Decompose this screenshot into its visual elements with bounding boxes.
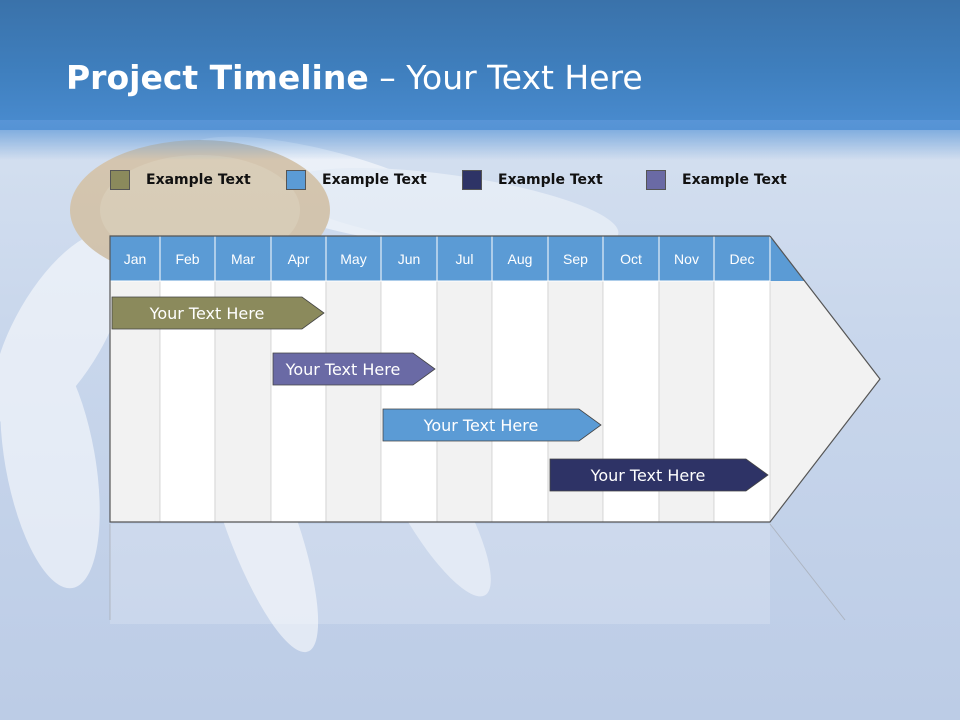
month-label: Mar [231,251,255,267]
month-label: Jul [456,251,474,267]
task-label: Your Text Here [285,360,401,379]
month-label: Dec [730,251,755,267]
legend-swatch-navy [462,170,482,190]
month-header-cell [109,235,161,282]
title-bar [0,0,960,130]
task-arrow [111,296,325,330]
month-column [380,280,438,523]
month-label: Jun [398,251,421,267]
task-label: Your Text Here [149,304,265,323]
title-bar-fade [0,120,960,160]
legend-swatch-olive [110,170,130,190]
legend-label: Example Text [682,172,787,188]
task-label: Your Text Here [423,416,539,435]
slide-title: Project Timeline – Your Text Here [66,58,643,97]
month-column [491,280,549,523]
legend-swatch-blue [286,170,306,190]
timeline-outline [109,235,881,523]
month-header-cell [713,235,771,282]
month-label: May [340,251,366,267]
month-header-cell [270,235,327,282]
month-label: Aug [508,251,533,267]
legend-label: Example Text [322,172,427,188]
title-rest: – Your Text Here [368,58,643,97]
month-label: Feb [175,251,199,267]
arrow-head [770,236,880,522]
title-bold: Project Timeline [66,58,369,97]
month-header-cell [491,235,549,282]
month-header-cell [159,235,216,282]
legend-label: Example Text [498,172,603,188]
task-arrow [549,458,769,492]
task-label: Your Text Here [590,466,706,485]
month-column [436,280,493,523]
month-label: Oct [620,251,642,267]
legend-label: Example Text [146,172,251,188]
timeline-reflection-edge [769,523,846,621]
month-label: Apr [288,251,310,267]
legend-swatch-purple [646,170,666,190]
month-label: Nov [674,251,699,267]
timeline-reflection [110,524,770,624]
month-header-cell [547,235,604,282]
month-label: Sep [563,251,588,267]
task-arrow [272,352,436,386]
month-label: Jan [124,251,147,267]
task-arrow [382,408,602,442]
month-column [325,280,382,523]
